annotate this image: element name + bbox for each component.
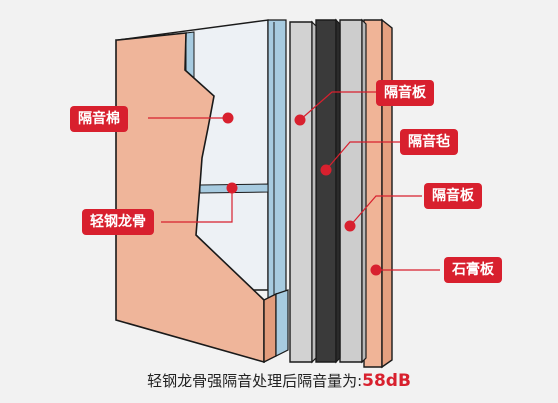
label-sound-board-2: 隔音板 [424,183,482,209]
gypsum-board-layer [363,18,393,369]
label-gypsum-board: 石膏板 [444,257,502,283]
leader-lines [148,91,440,271]
label-sound-felt: 隔音毡 [400,129,458,155]
label-sound-board-1: 隔音板 [376,80,434,106]
caption-text: 轻钢龙骨强隔音处理后隔音量为: [147,372,363,390]
felt-layer [315,18,341,364]
front-gypsum-panel [115,32,289,364]
sound-board-1-layer [289,20,317,364]
sound-board-2-layer [339,18,367,364]
label-dots [222,112,382,276]
label-steel-keel: 轻钢龙骨 [82,209,154,235]
caption: 轻钢龙骨强隔音处理后隔音量为:58dB [0,370,558,391]
label-insulation-cotton: 隔音棉 [70,106,128,132]
caption-value: 58dB [362,371,411,391]
